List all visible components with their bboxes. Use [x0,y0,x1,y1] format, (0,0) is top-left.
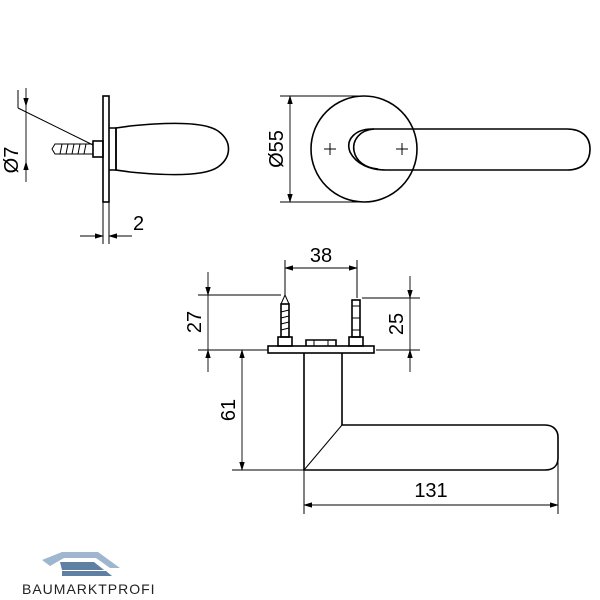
rosette-hub [109,127,117,171]
dim-spindle-left-height-label: 27 [184,311,206,333]
dim-spindle-spacing-label: 38 [310,245,332,267]
spindle-left [277,293,293,347]
logo-roof-icon [42,552,120,568]
logo-roof-stripes [60,562,112,576]
side-view: Ø7 2 [1,88,230,244]
dim-spindle-right-height-label: 25 [386,313,408,335]
spindle-right [348,299,364,347]
dim-rosette-diameter: Ø55 [266,95,362,203]
rosette-circle [310,95,418,203]
dim-spindle-right-height: 25 [362,276,420,372]
dim-spindle-spacing: 38 [284,245,358,298]
base-plate [267,345,375,354]
top-view: 38 27 25 61 [184,245,559,514]
dim-handle-projection-label: 61 [218,399,240,421]
handle-side-profile [115,122,230,176]
dim-thickness: Ø7 [1,88,29,182]
dim-rosette-diameter-label: Ø55 [266,130,288,168]
logo-text: BAUMARKTPROFI [22,581,156,597]
rosette-plate [102,95,110,203]
dim-handle-length: 131 [303,458,559,514]
dim-handle-length-label: 131 [414,480,447,502]
spindle-side [51,140,104,158]
front-view: Ø55 [266,95,591,203]
dim-spindle-left-height: 27 [184,272,281,372]
screw-cross-left [324,143,336,155]
dim-plate-depth-label: 2 [133,213,144,235]
handle-top-profile [303,353,559,471]
lever-front [348,128,591,171]
dim-thickness-label: Ø7 [1,147,23,174]
screw-cross-right [396,143,408,155]
dim-plate-depth: 2 [80,202,144,244]
dim-handle-projection: 61 [218,349,304,471]
brand-logo: BAUMARKTPROFI [22,552,156,597]
